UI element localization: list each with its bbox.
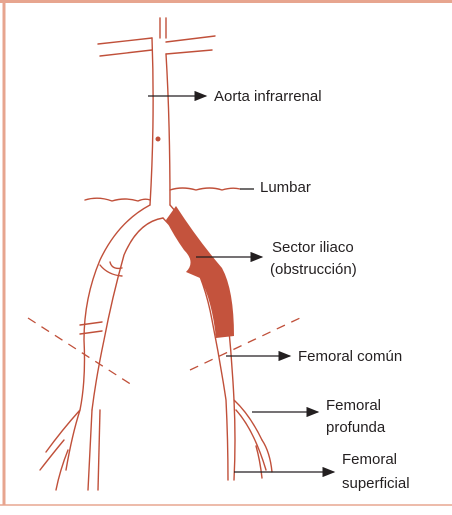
- aorta-dot: [156, 137, 161, 142]
- right-femoral-deep-outer: [234, 400, 262, 440]
- left-iliac-outer: [46, 205, 150, 452]
- dashed-right: [190, 318, 300, 370]
- right-branch-1: [262, 440, 272, 472]
- label-aorta: Aorta infrarrenal: [214, 88, 322, 105]
- renal-artery-right-lower: [166, 50, 212, 54]
- dashed-left: [28, 318, 132, 385]
- label-fem-sup-line2: superficial: [342, 475, 410, 492]
- lumbar-left: [85, 198, 150, 201]
- label-fem-sup-line1: Femoral: [342, 451, 397, 468]
- label-fem-prof-line1: Femoral: [326, 397, 381, 414]
- left-femoral-superficial-outer: [88, 410, 92, 490]
- label-lumbar: Lumbar: [260, 179, 311, 196]
- left-femoral-superficial-inner: [98, 410, 100, 490]
- label-fem-prof-line2: profunda: [326, 419, 386, 436]
- aorta-right-wall: [166, 54, 170, 205]
- dashed-lines: [28, 318, 300, 385]
- lumbar-right: [170, 188, 240, 190]
- left-tick-2: [80, 331, 102, 334]
- renal-artery-right-upper: [166, 36, 215, 42]
- iliac-obstruction: [166, 206, 234, 338]
- renal-artery-left-upper: [98, 38, 152, 44]
- left-iliac-inner: [92, 218, 163, 410]
- label-fem-comun: Femoral común: [298, 348, 402, 365]
- renal-artery-left-lower: [100, 50, 152, 56]
- label-iliac-line2: (obstrucción): [270, 261, 357, 278]
- aorta-left-wall: [150, 38, 153, 205]
- label-iliac-line1: Sector iliaco: [272, 239, 354, 256]
- left-tick-1: [80, 322, 102, 325]
